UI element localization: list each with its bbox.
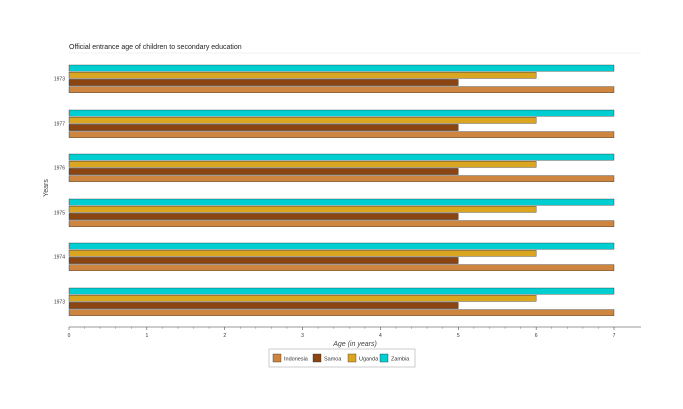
legend-label-indonesia[interactable]: Indonesia	[284, 357, 309, 363]
x-tick-label: 1	[145, 333, 148, 339]
bar-samoa-1976	[68, 168, 459, 175]
bar-uganda-1977	[68, 117, 537, 124]
y-tick-label: 1976	[54, 165, 65, 171]
legend-label-uganda[interactable]: Uganda	[359, 357, 379, 363]
chart-title: Official entrance age of children to sec…	[69, 44, 242, 51]
bar-samoa-1974	[68, 257, 459, 264]
x-tick-label: 5	[457, 333, 460, 339]
y-tick-label: 1974	[54, 254, 65, 260]
y-tick-label: 1973	[54, 299, 65, 305]
x-tick-label: 3	[301, 333, 304, 339]
bar-uganda-1976	[68, 161, 537, 168]
x-tick-label: 4	[379, 333, 382, 339]
y-tick-label: 1973	[54, 76, 65, 82]
bar-zambia-1974	[68, 242, 615, 250]
x-tick-labels: 0 1 2 3 4 5 6 7	[68, 327, 616, 339]
legend-label-zambia[interactable]: Zambia	[391, 357, 410, 363]
legend: Indonesia Samoa Uganda Zambia	[268, 348, 416, 368]
bar-samoa-1975	[68, 213, 459, 220]
bar-indonesia-1974	[68, 264, 615, 271]
bar-indonesia-1973	[68, 309, 615, 316]
bar-zambia-1977	[68, 109, 615, 117]
legend-label-samoa[interactable]: Samoa	[324, 357, 342, 363]
bar-zambia-1975	[68, 198, 615, 206]
bar-uganda-1974	[68, 250, 537, 257]
bar-uganda-1973	[68, 295, 537, 302]
y-axis-title: Years	[43, 179, 50, 197]
legend-swatch-zambia[interactable]	[379, 353, 389, 363]
bar-samoa-1977	[68, 124, 459, 131]
y-tick-labels: 1973 1977 1976 1975 1974 1973	[54, 76, 65, 305]
bar-indonesia-1975	[68, 220, 615, 227]
y-tick-label: 1977	[54, 121, 65, 127]
bar-indonesia-1977	[68, 131, 615, 138]
x-tick-label: 7	[613, 333, 616, 339]
legend-swatch-samoa[interactable]	[312, 353, 322, 363]
legend-box	[268, 348, 416, 368]
bar-indonesia-1973	[68, 86, 615, 93]
y-tick-label: 1975	[54, 210, 65, 216]
bar-samoa-1973	[68, 79, 459, 86]
x-axis-title: Age (in years)	[332, 341, 377, 348]
x-tick-label: 6	[535, 333, 538, 339]
bar-zambia-1973	[68, 287, 615, 295]
x-tick-label: 2	[223, 333, 226, 339]
legend-swatch-uganda[interactable]	[347, 353, 357, 363]
bars-group	[68, 64, 615, 316]
legend-swatch-indonesia[interactable]	[272, 353, 282, 363]
bar-uganda-1973	[68, 72, 537, 79]
bar-samoa-1973	[68, 302, 459, 309]
bar-zambia-1973	[68, 64, 615, 72]
bar-indonesia-1976	[68, 175, 615, 182]
bar-uganda-1975	[68, 206, 537, 213]
x-tick-label: 0	[68, 333, 71, 339]
bar-zambia-1976	[68, 153, 615, 161]
